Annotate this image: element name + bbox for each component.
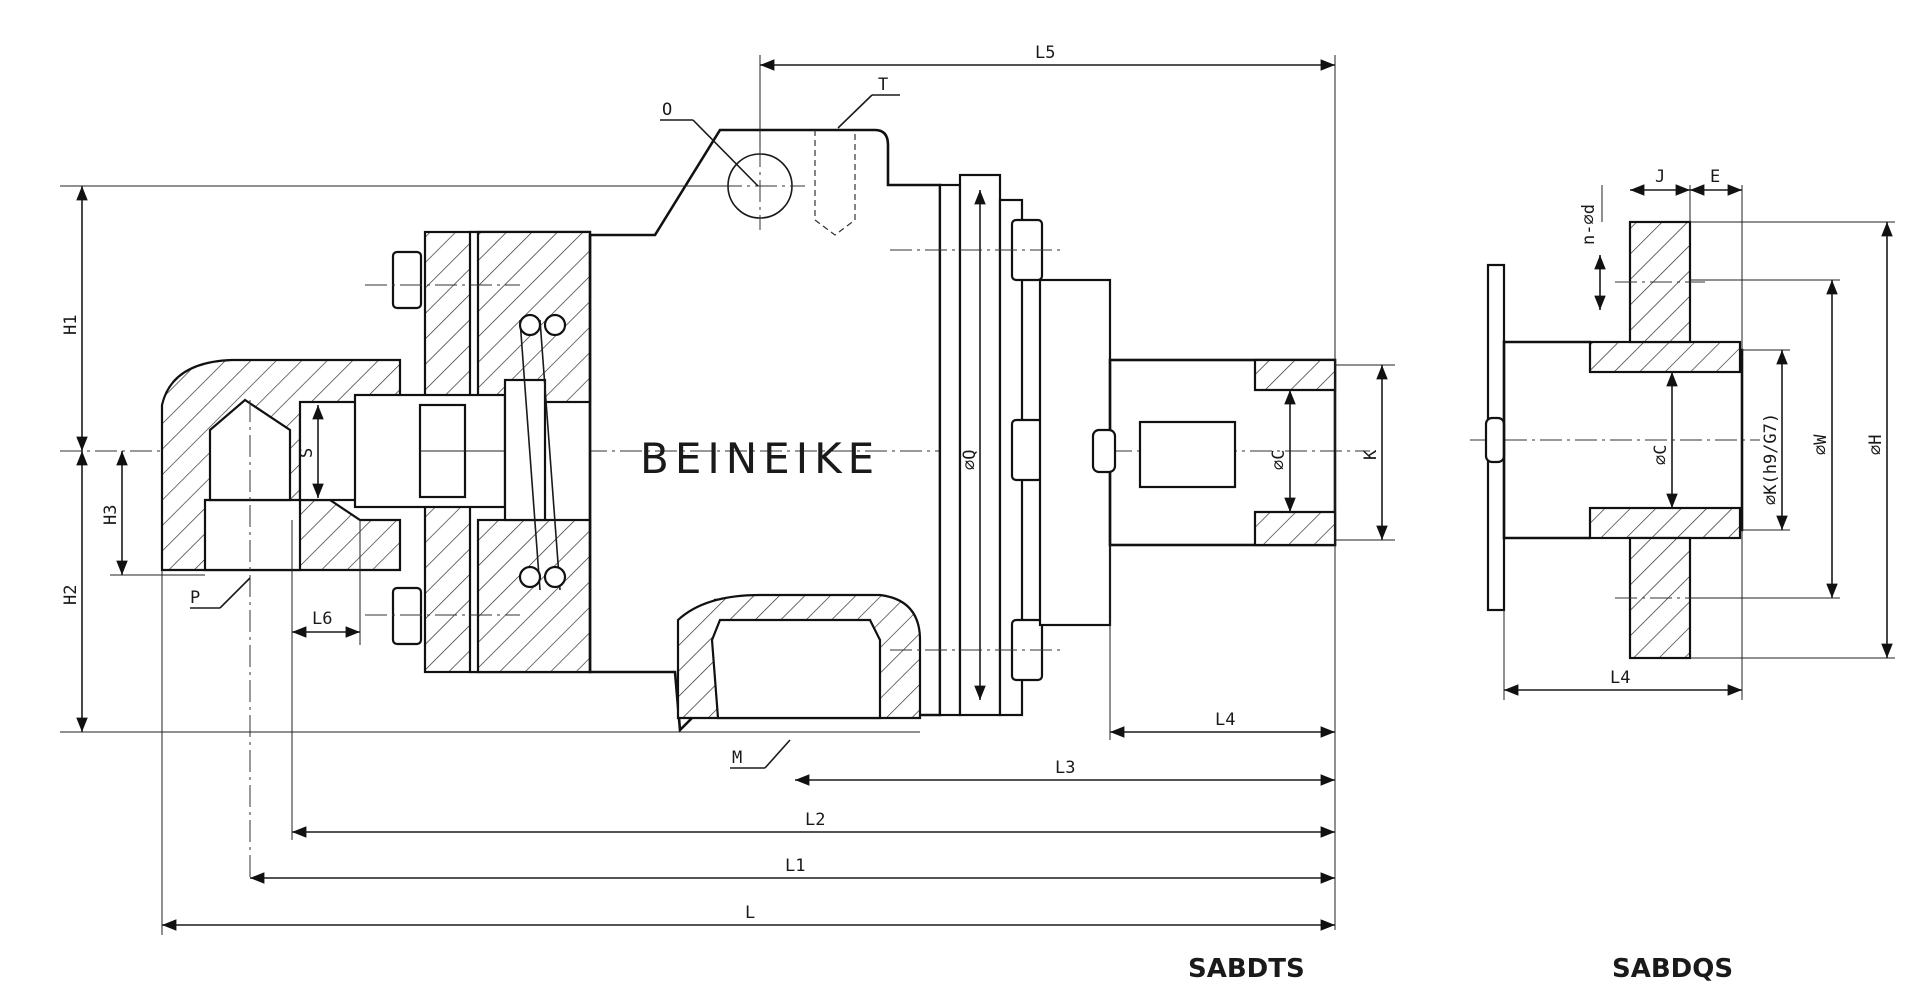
sabdts-view: BEINEIKE L5 L4 L3	[60, 43, 1395, 984]
label-l1: L1	[785, 856, 805, 876]
spring-line-1	[519, 319, 541, 591]
label-w: ⌀W	[1811, 434, 1831, 455]
label-s: S	[297, 448, 317, 458]
label-h1: H1	[61, 315, 81, 335]
spring-seat	[503, 378, 547, 522]
label-m: M	[732, 748, 742, 768]
label-k-tol: ⌀K(h9/G7)	[1761, 413, 1781, 505]
model-label-sabdqs: SABDQS	[1612, 954, 1733, 984]
label-l2: L2	[805, 810, 825, 830]
label-l3: L3	[1055, 758, 1075, 778]
leader-t	[837, 94, 873, 129]
port-m	[710, 618, 882, 720]
t-tapped-hole	[814, 130, 856, 236]
disk-1	[938, 183, 962, 717]
ball-top-1	[518, 313, 542, 337]
label-j: J	[1655, 167, 1665, 187]
leader-p	[219, 577, 251, 609]
label-l4-right: L4	[1610, 668, 1630, 688]
label-p: P	[190, 588, 200, 608]
tube-wall-top	[1588, 340, 1742, 374]
thread-top	[1253, 358, 1337, 392]
label-h: ⌀H	[1866, 435, 1886, 455]
label-l4: L4	[1215, 710, 1235, 730]
spring-line-2	[539, 319, 561, 591]
label-l5: L5	[1035, 43, 1055, 63]
key-pin	[1091, 428, 1117, 474]
bolt-mid-right	[1010, 418, 1044, 482]
thread-bottom	[1253, 510, 1337, 547]
flange-key	[1484, 416, 1506, 464]
label-l: L	[745, 903, 755, 923]
leader-o	[692, 119, 759, 187]
label-o: O	[662, 100, 672, 120]
leader-m	[764, 739, 791, 769]
tube-wall-bottom	[1588, 506, 1742, 540]
label-l6: L6	[312, 609, 332, 629]
bolt-top-left	[391, 250, 423, 310]
label-n-d: n-⌀d	[1579, 204, 1599, 245]
shaft-nose	[298, 400, 362, 502]
sabdqs-view: J E n-⌀d L4 ⌀C ⌀K(h9/G7) ⌀W ⌀H SABDQS	[1470, 167, 1895, 984]
label-c: ⌀C	[1269, 450, 1289, 470]
label-e: E	[1710, 167, 1720, 187]
rear-flange-bottom-section	[476, 518, 592, 674]
label-h2: H2	[61, 585, 81, 605]
inlet-port-p	[203, 498, 302, 572]
ball-bottom-2	[543, 565, 567, 589]
label-q: ⌀Q	[960, 450, 980, 470]
label-h3: H3	[101, 505, 121, 525]
bolt-bottom-left	[391, 586, 423, 646]
label-c-right: ⌀C	[1651, 445, 1671, 465]
ball-bottom-1	[518, 565, 542, 589]
brand-text: BEINEIKE	[640, 434, 880, 483]
model-label-sabdts: SABDTS	[1188, 954, 1305, 984]
key-slot	[1138, 420, 1237, 489]
label-t: T	[878, 75, 888, 95]
label-k: K	[1361, 449, 1381, 460]
ball-top-2	[543, 313, 567, 337]
